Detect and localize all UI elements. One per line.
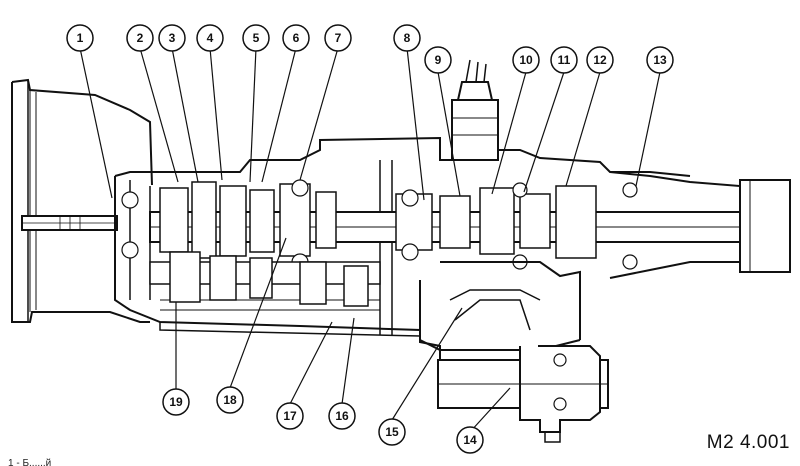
callout-label: 9 xyxy=(435,53,442,67)
callout-1: 1 xyxy=(66,24,94,52)
callout-7: 7 xyxy=(324,24,352,52)
callout-label: 11 xyxy=(558,53,571,67)
callout-15: 15 xyxy=(378,418,406,446)
callout-8: 8 xyxy=(393,24,421,52)
callout-9: 9 xyxy=(424,46,452,74)
callout-6: 6 xyxy=(282,24,310,52)
callout-label: 10 xyxy=(519,53,533,67)
callout-label: 4 xyxy=(207,31,214,45)
callout-label: 6 xyxy=(293,31,300,45)
oil-pan xyxy=(159,322,421,337)
callout-label: 16 xyxy=(335,409,349,423)
callout-12: 12 xyxy=(586,46,614,74)
countershaft xyxy=(149,251,381,307)
callout-10: 10 xyxy=(512,46,540,74)
callout-label: 2 xyxy=(137,31,144,45)
callout-label: 5 xyxy=(253,31,260,45)
leader-lines xyxy=(79,47,661,433)
callout-13: 13 xyxy=(646,46,674,74)
callout-11: 11 xyxy=(550,46,578,74)
callout-2: 2 xyxy=(126,24,154,52)
callout-16: 16 xyxy=(328,402,356,430)
callout-label: 17 xyxy=(283,409,297,423)
callout-5: 5 xyxy=(242,24,270,52)
callout-label: 3 xyxy=(169,31,176,45)
figure-id: M2 4.001 xyxy=(706,432,790,453)
callout-label: 19 xyxy=(169,395,183,409)
bell-housing xyxy=(11,78,153,323)
callout-label: 12 xyxy=(593,53,607,67)
callout-label: 1 xyxy=(77,31,84,45)
front-output xyxy=(437,345,609,443)
callout-3: 3 xyxy=(158,24,186,52)
callout-label: 8 xyxy=(404,31,411,45)
shift-tower xyxy=(451,59,499,161)
callout-14: 14 xyxy=(456,426,484,454)
callout-18: 18 xyxy=(216,386,244,414)
callout-17: 17 xyxy=(276,402,304,430)
callout-19: 19 xyxy=(162,388,190,416)
caption-fragment: 1 - Б......й xyxy=(8,458,52,466)
callout-label: 13 xyxy=(653,53,667,67)
extension-housing xyxy=(609,171,791,279)
input-shaft xyxy=(21,215,118,231)
callout-label: 15 xyxy=(385,425,399,439)
callouts: 1 2 3 4 5 6 7 8 9 10 11 12 13 14 15 16 1… xyxy=(66,24,674,454)
callout-label: 14 xyxy=(463,433,477,447)
callout-4: 4 xyxy=(196,24,224,52)
callout-label: 18 xyxy=(223,393,237,407)
callout-label: 7 xyxy=(335,31,342,45)
